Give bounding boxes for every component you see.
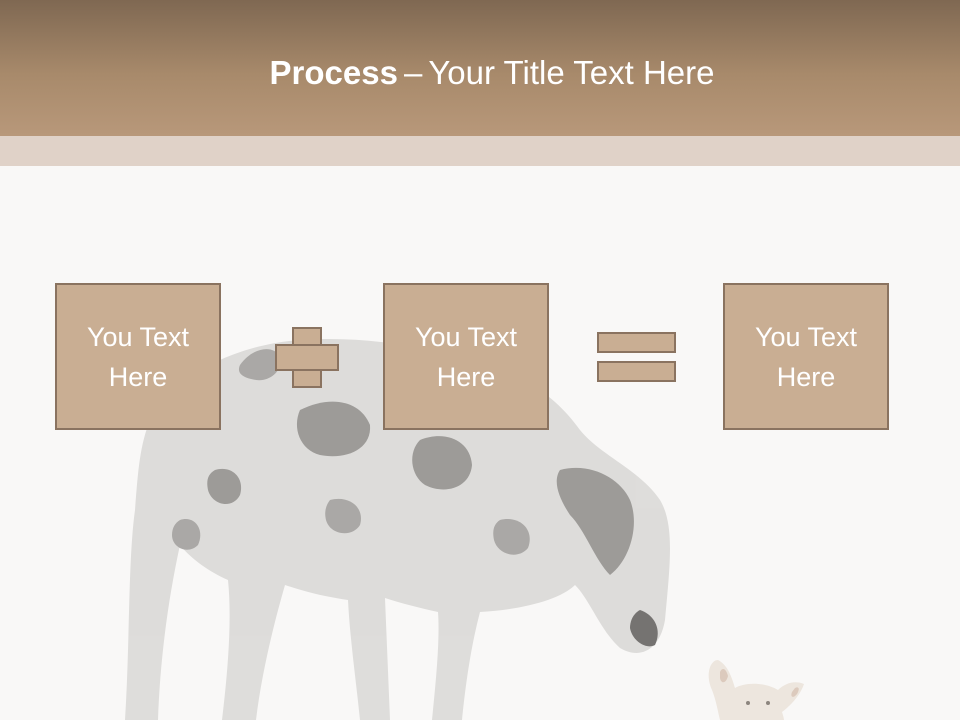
title-bold: Process: [269, 54, 398, 91]
header-bar: [0, 0, 960, 136]
great-dane-image: [125, 339, 670, 720]
process-box-3: You Text Here: [723, 283, 889, 430]
process-box-3-text: You Text Here: [754, 321, 858, 392]
header-band: [0, 136, 960, 166]
title-rest: Your Title Text Here: [428, 54, 715, 91]
process-box-2-text: You Text Here: [414, 321, 518, 392]
slide-title: Process–Your Title Text Here: [0, 54, 960, 92]
process-box-1-text: You Text Here: [86, 321, 190, 392]
process-box-2: You Text Here: [383, 283, 549, 430]
process-box-1: You Text Here: [55, 283, 221, 430]
title-dash: –: [403, 54, 423, 91]
chihuahua-image: [708, 660, 804, 720]
